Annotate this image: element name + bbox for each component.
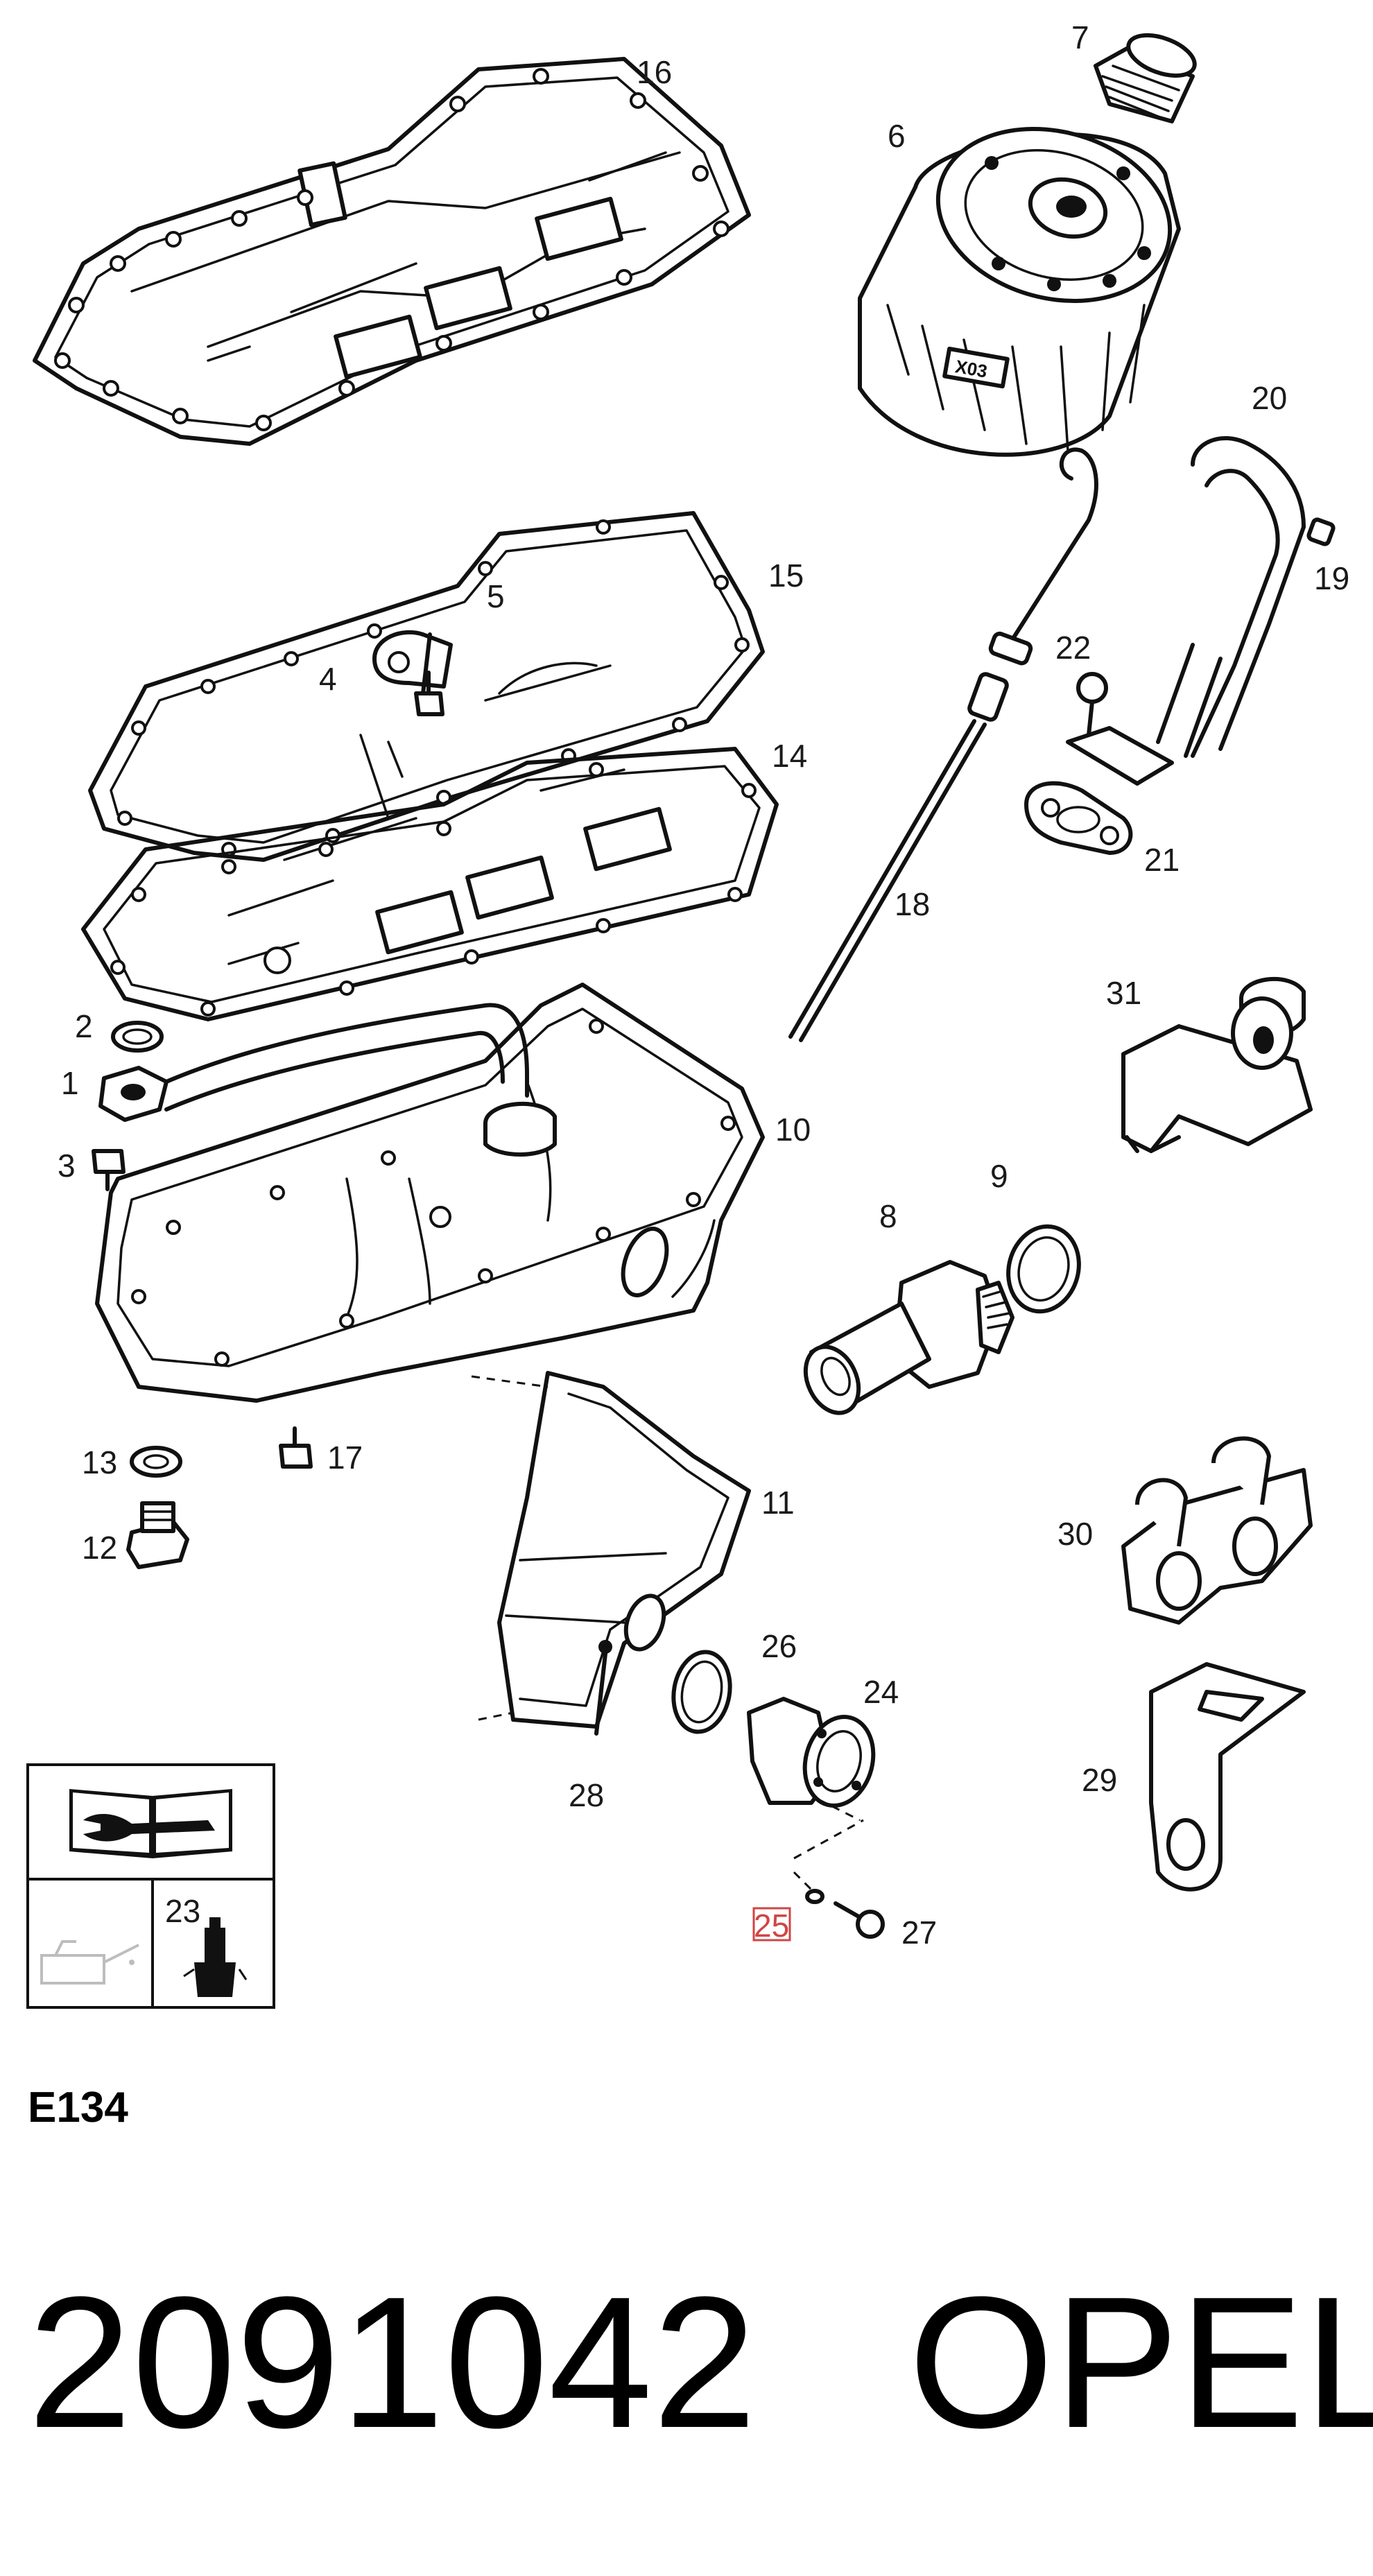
part-29-mounting-bracket [1149, 1662, 1306, 1892]
callout-26: 26 [761, 1628, 797, 1664]
part-number: 2091042 [28, 2258, 757, 2467]
part-15-gasket [88, 511, 765, 862]
part-30-bracket-clip [1121, 1436, 1313, 1625]
part-19-cap [1306, 517, 1336, 546]
callout-9: 9 [990, 1158, 1008, 1194]
callout-29: 29 [1082, 1762, 1117, 1798]
callout-25: 25 [754, 1908, 789, 1944]
brand-name: OPEL [908, 2258, 1373, 2467]
part-21-gasket [1024, 781, 1133, 855]
part-12-drain-plug [126, 1501, 189, 1569]
repair-manual-icon [69, 1789, 232, 1858]
callout-14: 14 [772, 738, 807, 774]
callout-17: 17 [327, 1440, 363, 1476]
callout-12: 12 [82, 1530, 117, 1566]
part-16-baffle-plate [33, 57, 751, 446]
callout-31: 31 [1106, 975, 1141, 1011]
part-18-dipstick [788, 447, 1098, 1042]
callout-4: 4 [319, 661, 337, 697]
part-11-pan-section [471, 1371, 751, 1729]
callout-8: 8 [879, 1198, 897, 1234]
callout-18: 18 [895, 886, 930, 922]
part-5-bolt [414, 671, 444, 716]
part-3-bolt [92, 1149, 126, 1191]
callout-28: 28 [569, 1777, 604, 1813]
part-22-bolt [1076, 672, 1108, 737]
callout-27: 27 [901, 1914, 937, 1951]
callout-24: 24 [863, 1674, 899, 1710]
part-27-bolt [834, 1901, 885, 1939]
part-1-oil-pickup [98, 1003, 529, 1122]
callout-25-highlight-box [752, 1907, 791, 1942]
oil-can-icon [40, 1940, 139, 1985]
callout-22: 22 [1055, 630, 1091, 666]
diagram-code: E134 [28, 2084, 128, 2132]
part-8-oil-pressure-switch [803, 1260, 1014, 1415]
part-7-threaded-nipple [1094, 33, 1197, 123]
part-20-dipstick-tube [1066, 435, 1306, 786]
part-24-pump-housing [747, 1697, 876, 1860]
part-26-o-ring [671, 1650, 732, 1734]
callout-30: 30 [1057, 1516, 1093, 1552]
part-28-plug [594, 1640, 612, 1736]
callout-23: 23 [165, 1893, 200, 1929]
legend-box [26, 1763, 275, 2009]
callout-3: 3 [58, 1148, 76, 1184]
callout-20: 20 [1252, 380, 1287, 416]
callout-11: 11 [761, 1485, 795, 1521]
callout-13: 13 [82, 1444, 117, 1480]
part-10-oil-pan [95, 983, 765, 1403]
callout-6: 6 [888, 118, 906, 154]
part-9-sealing-ring [1006, 1224, 1081, 1314]
callout-21: 21 [1144, 842, 1180, 878]
callout-10: 10 [775, 1112, 811, 1148]
part-6-oil-filter: X03 [858, 127, 1181, 457]
callout-2: 2 [75, 1008, 93, 1044]
sealant-tube-icon [183, 1917, 248, 1997]
callout-19: 19 [1314, 560, 1349, 596]
callout-7: 7 [1071, 19, 1089, 55]
callout-16: 16 [637, 54, 672, 90]
part-2-o-ring [111, 1021, 164, 1053]
part-17-bolt [279, 1426, 313, 1469]
part-14-baffle [81, 747, 779, 1021]
part-25-washer [793, 1871, 824, 1904]
part-13-washer [130, 1446, 182, 1478]
callout-15: 15 [768, 557, 804, 594]
part-4-bracket [372, 630, 453, 695]
callout-1: 1 [61, 1065, 79, 1101]
callout-5: 5 [487, 578, 505, 614]
part-31-clip [1121, 976, 1313, 1153]
